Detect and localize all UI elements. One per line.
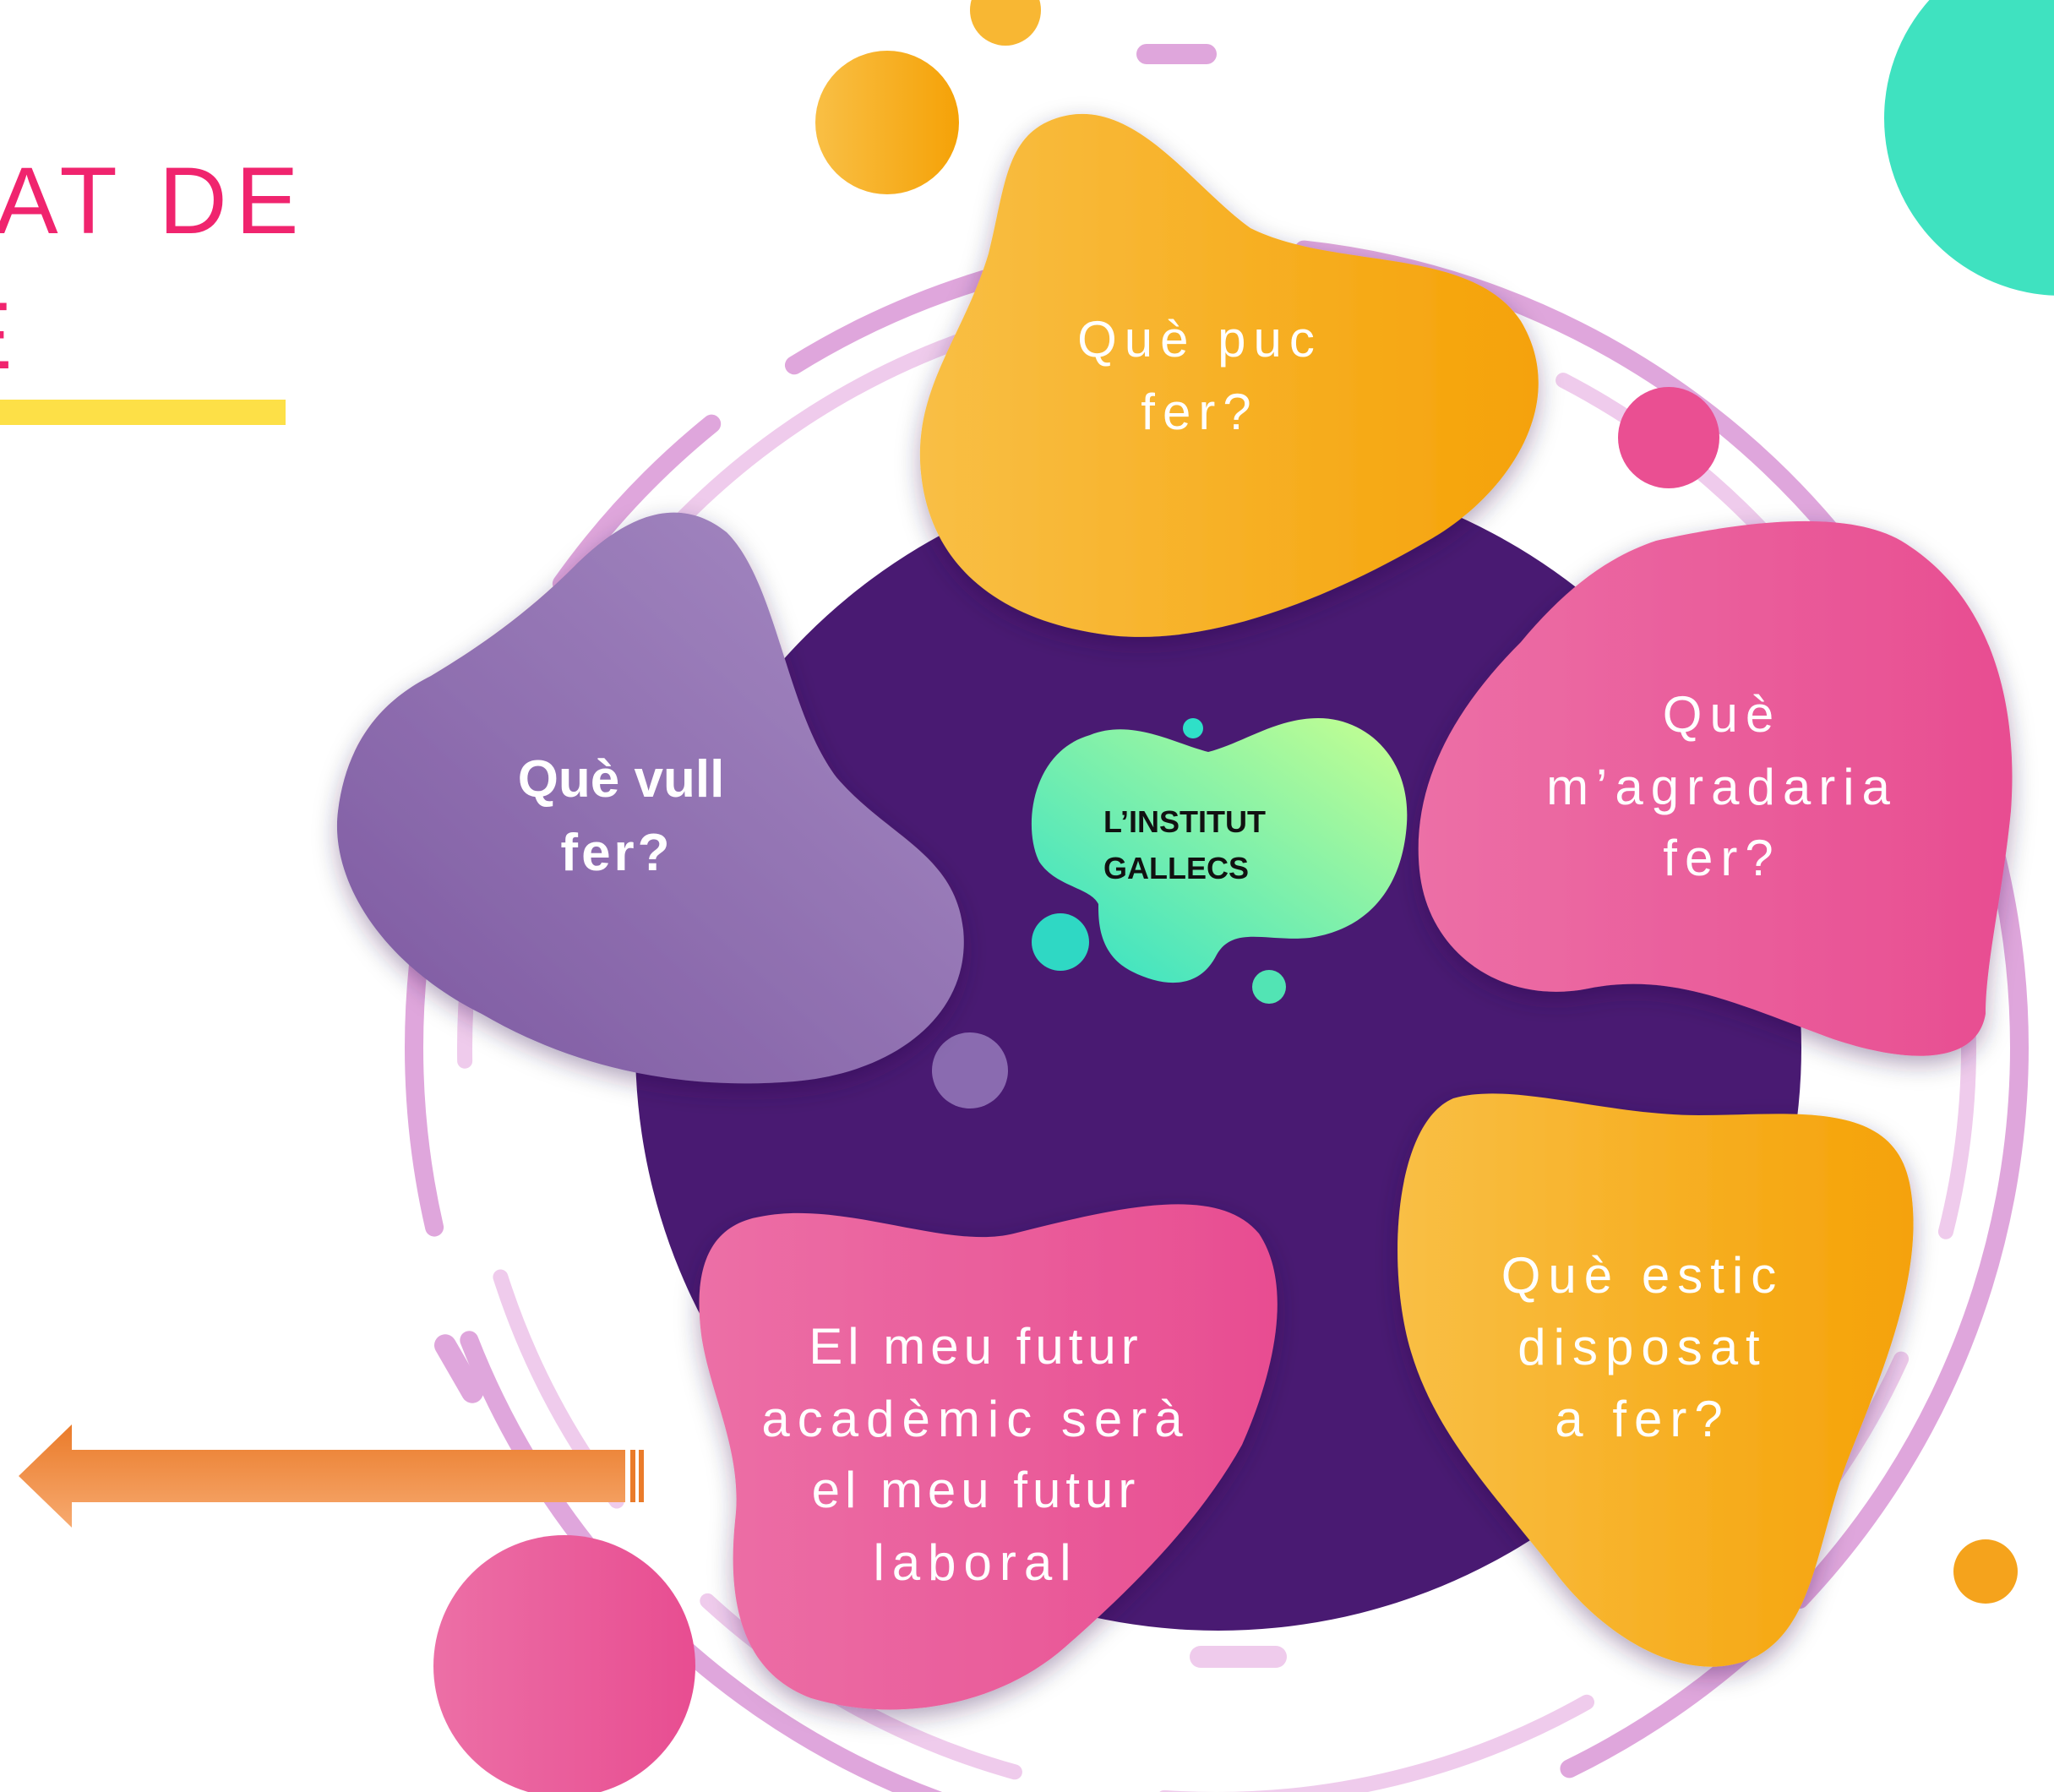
decor-circle [932,1032,1008,1108]
center-dot [1032,913,1089,971]
left-arrow [19,1424,644,1528]
decor-dash [1136,44,1217,64]
decor-dash [434,1334,483,1403]
page-title-line-1: AT DE [0,148,308,253]
title-underline [0,400,286,425]
center-dot [1183,718,1203,738]
decor-circle [1618,387,1719,488]
blob-bottom-right-line-2: disposat [1517,1319,1767,1375]
center-blob: L’INSTITUT GALLECS [1031,718,1408,1004]
blob-bottom-right-line-3: a fer? [1555,1391,1730,1447]
question-blob-bottom-right: Què estic disposat a fer? [1397,1093,1914,1667]
blob-top-line-1: Què puc [1077,311,1322,368]
corner-teal-circle [1884,0,2054,296]
question-blob-right: Què m’agradaria fer? [1418,520,2013,1056]
center-dot [1252,970,1286,1004]
blob-top-line-2: fer? [1141,384,1258,440]
decor-circle [815,51,959,194]
blob-bottom-left-line-2: acadèmic serà [761,1391,1190,1447]
page-title-line-2: E [0,289,21,384]
blob-left-line-2: fer? [560,824,673,882]
blob-bottom-right-line-1: Què estic [1501,1247,1784,1304]
blob-right-line-3: fer? [1663,830,1780,886]
blob-bottom-left-line-4: laboral [873,1534,1078,1591]
blob-bottom-left-line-1: El meu futur [809,1318,1142,1375]
blob-bottom-left-line-3: el meu futur [812,1462,1141,1518]
decor-circle [970,0,1041,46]
blob-right-line-1: Què [1663,686,1781,743]
center-label-line-1: L’INSTITUT [1103,804,1266,839]
center-label-line-2: GALLECS [1103,851,1249,885]
question-blob-top: Què puc fer? [919,113,1539,637]
decor-circle [433,1535,695,1792]
blob-left-line-1: Què vull [518,750,725,809]
blob-right-line-2: m’agradaria [1546,759,1898,815]
decor-dash [1190,1646,1287,1668]
question-blob-left: Què vull fer? [336,512,964,1084]
question-blob-bottom-left: El meu futur acadèmic serà el meu futur … [699,1204,1278,1710]
decor-circle [1953,1539,2018,1604]
